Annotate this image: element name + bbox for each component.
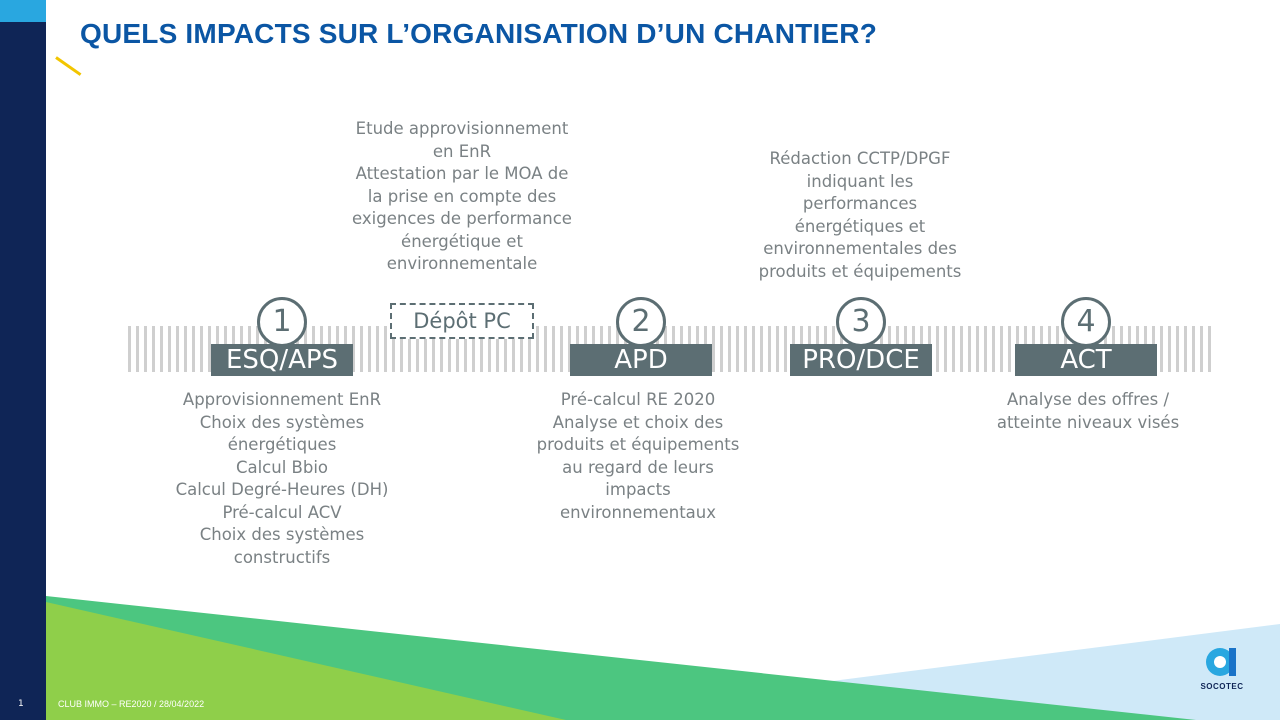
- bottom-decoration: [46, 596, 1280, 720]
- depot-note-line: exigences de performance: [352, 209, 572, 228]
- depot-note-line: environnementale: [386, 254, 538, 273]
- socotec-logo: SOCOTEC: [1196, 646, 1248, 692]
- page-title: QUELS IMPACTS SUR L’ORGANISATION D’UN CH…: [80, 18, 878, 49]
- apd-note-line: produits et équipements: [536, 435, 740, 454]
- page-number: 1: [18, 699, 24, 709]
- apd-note-line: au regard de leurs: [562, 457, 714, 477]
- esq-aps-note-line: Choix des systèmes: [199, 525, 365, 544]
- title-accent-mark: [55, 56, 82, 76]
- esq-aps-notes: Approvisionnement EnR Choix des systèmes…: [160, 389, 404, 569]
- act-note-line: atteinte niveaux visés: [996, 412, 1180, 432]
- esq-aps-note-line: Calcul Degré-Heures (DH): [175, 480, 389, 499]
- esq-aps-note-line: Approvisionnement EnR: [182, 390, 382, 409]
- depot-note-line: en EnR: [432, 141, 492, 161]
- act-note-line: Analyse des offres /: [1006, 390, 1170, 409]
- pro-dce-notes: Rédaction CCTP/DPGF indiquant les perfor…: [740, 148, 980, 283]
- apd-note-line: impacts: [605, 480, 671, 499]
- phase-pro-dce-label: PRO/DCE: [790, 344, 932, 376]
- pro-dce-note-line: performances: [802, 194, 918, 213]
- apd-note-line: environnementaux: [559, 502, 717, 522]
- act-notes: Analyse des offres / atteinte niveaux vi…: [976, 389, 1200, 434]
- apd-note-line: Analyse et choix des: [552, 412, 724, 432]
- esq-aps-note-line: constructifs: [233, 547, 331, 567]
- depot-note-line: Etude approvisionnement: [355, 119, 569, 138]
- esq-aps-note-line: énergétiques: [227, 435, 337, 454]
- pro-dce-note-line: énergétiques et: [794, 216, 926, 236]
- phase-esq-aps-label: ESQ/APS: [211, 344, 353, 376]
- phase-1-number-icon: 1: [257, 297, 307, 347]
- depot-note-line: Attestation par le MOA de: [355, 164, 569, 183]
- apd-notes: Pré-calcul RE 2020 Analyse et choix des …: [516, 389, 760, 524]
- esq-aps-note-line: Choix des systèmes: [199, 412, 365, 432]
- phase-2-number-icon: 2: [616, 297, 666, 347]
- footer-text: CLUB IMMO – RE2020 / 28/04/2022: [58, 699, 205, 709]
- left-band: [0, 0, 46, 720]
- phase-3-number-icon: 3: [836, 297, 886, 347]
- left-band-accent: [0, 0, 46, 22]
- phase-4-number-icon: 4: [1061, 297, 1111, 347]
- socotec-logo-text: SOCOTEC: [1200, 682, 1244, 691]
- pro-dce-note-line: Rédaction CCTP/DPGF: [769, 149, 951, 168]
- depot-pc-notes: Etude approvisionnement en EnR Attestati…: [340, 118, 584, 276]
- phase-act-label: ACT: [1015, 344, 1157, 376]
- green-light-wedge: [46, 602, 566, 720]
- depot-note-line: énergétique et: [401, 231, 523, 251]
- pro-dce-note-line: environnementales des: [763, 239, 957, 258]
- pro-dce-note-line: indiquant les: [806, 171, 914, 191]
- pro-dce-note-line: produits et équipements: [758, 261, 962, 281]
- esq-aps-note-line: Calcul Bbio: [235, 457, 329, 477]
- depot-note-line: la prise en compte des: [367, 186, 557, 206]
- esq-aps-note-line: Pré-calcul ACV: [222, 502, 342, 522]
- depot-pc-milestone: Dépôt PC: [390, 303, 534, 339]
- socotec-logo-icon: [1206, 648, 1236, 676]
- apd-note-line: Pré-calcul RE 2020: [560, 390, 716, 409]
- phase-apd-label: APD: [570, 344, 712, 376]
